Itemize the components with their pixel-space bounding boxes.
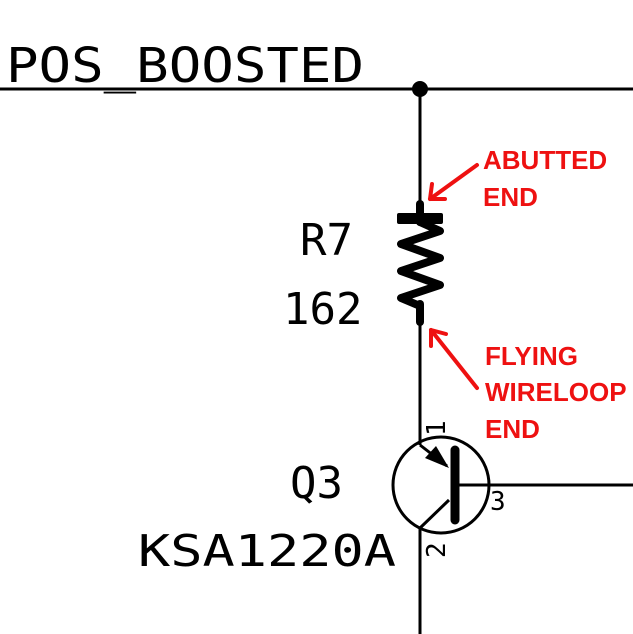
emitter-arrow-icon bbox=[425, 446, 449, 468]
transistor-part-label: KSA1220A bbox=[138, 526, 396, 577]
annotation-abutted-line2: END bbox=[483, 182, 538, 212]
annotation-abutted-line1: ABUTTED bbox=[483, 145, 607, 175]
transistor-q3 bbox=[391, 435, 633, 634]
annotation-abutted-end: ABUTTED END bbox=[428, 145, 607, 212]
annotation-flying-line1: FLYING bbox=[485, 341, 578, 371]
annotation-flying-line2: WIRELOOP bbox=[485, 377, 627, 407]
resistor-zigzag bbox=[397, 218, 444, 310]
annotation-flying-line3: END bbox=[485, 414, 540, 444]
transistor-ref-label: Q3 bbox=[290, 458, 343, 509]
resistor-r7 bbox=[397, 200, 444, 326]
pin-label-emitter: 1 bbox=[422, 420, 452, 436]
annotation-flying-end: FLYING WIRELOOP END bbox=[429, 328, 627, 444]
net-label: POS_BOOSTED bbox=[6, 38, 364, 94]
resistor-value-label: 162 bbox=[283, 284, 362, 335]
transistor-collector-lead bbox=[418, 498, 451, 530]
arrow-abutted-head-icon bbox=[428, 182, 447, 201]
pin-label-collector: 2 bbox=[422, 542, 452, 558]
arrow-abutted-icon bbox=[428, 163, 479, 201]
arrow-flying-head-icon bbox=[429, 328, 448, 348]
pin-label-base: 3 bbox=[490, 487, 506, 517]
arrow-flying-icon bbox=[429, 328, 479, 390]
resistor-ref-label: R7 bbox=[300, 215, 353, 266]
